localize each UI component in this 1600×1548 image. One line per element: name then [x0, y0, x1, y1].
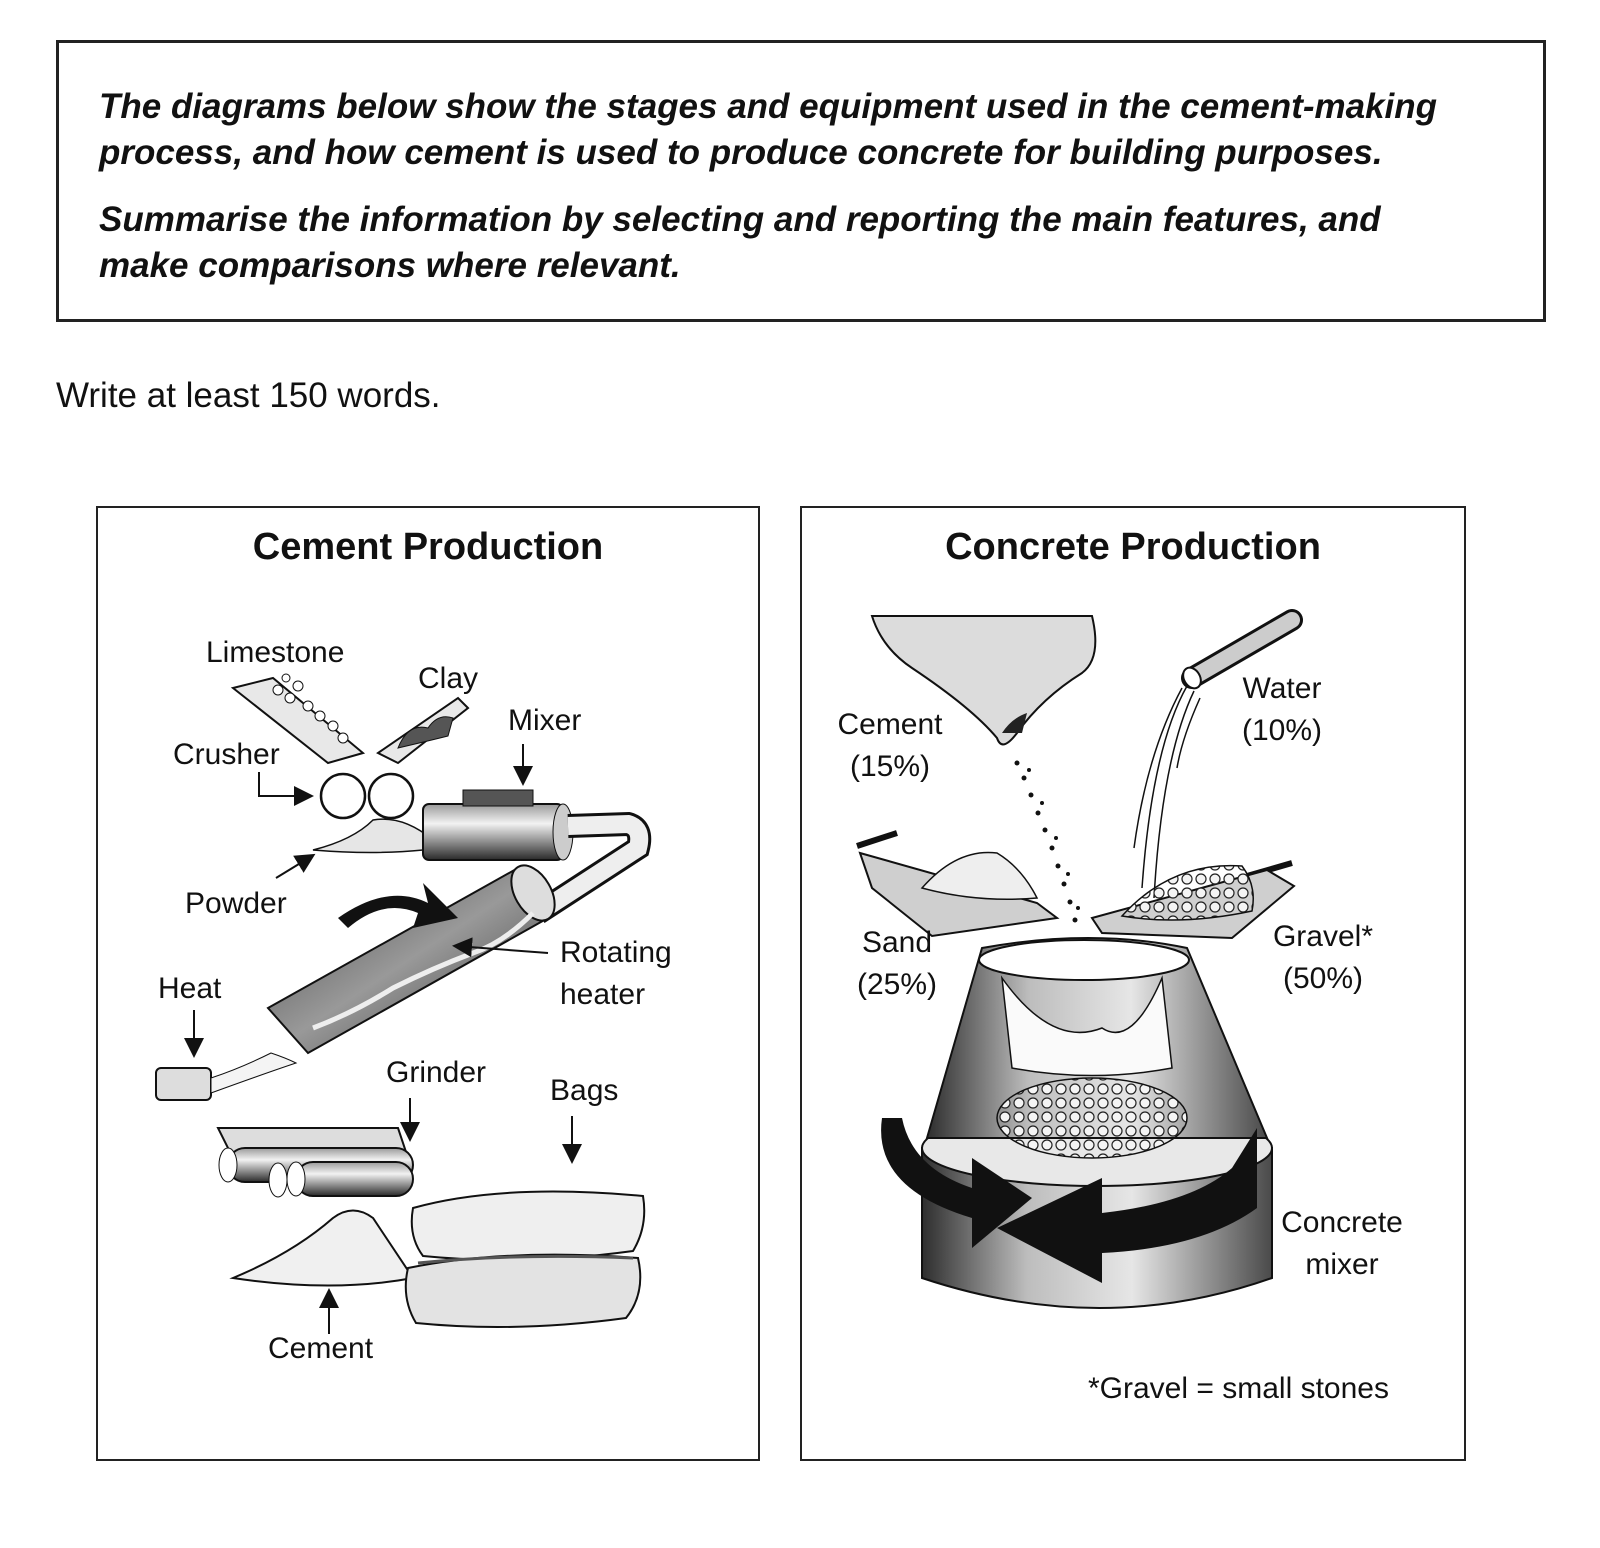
crusher-rollers — [319, 772, 415, 820]
gravel-footnote: *Gravel = small stones — [1088, 1372, 1389, 1405]
powder-label: Powder — [185, 887, 287, 920]
prompt-line-1: The diagrams below show the stages and e… — [99, 87, 1438, 126]
rotating-heater-label-1: Rotating — [560, 936, 672, 969]
cement-label: Cement — [268, 1332, 374, 1365]
crusher-label: Crusher — [173, 738, 280, 771]
rotating-heater — [266, 864, 556, 1055]
cement-production-panel: Cement Production Limestone Clay Mixer C… — [96, 506, 760, 1461]
crusher-arrow — [258, 772, 314, 806]
clay-chute — [376, 696, 470, 765]
word-count-instruction: Write at least 150 words. — [56, 376, 441, 415]
prompt-line-4: make comparisons where relevant. — [99, 246, 681, 285]
sand-percent-label: (25%) — [856, 968, 938, 1001]
gravel-percent-label: (50%) — [1282, 962, 1364, 995]
heat-burner — [155, 1052, 298, 1101]
concrete-production-title: Concrete Production — [945, 526, 1321, 568]
concrete-mixer-label-2: mixer — [1305, 1248, 1379, 1281]
rotating-heater-arrow — [452, 937, 549, 958]
concrete-mixer-label-1: Concrete — [1281, 1206, 1403, 1239]
heat-label: Heat — [158, 972, 222, 1005]
cement-bags — [404, 1190, 646, 1328]
grinder-label: Grinder — [386, 1056, 487, 1089]
water-name-label: Water — [1242, 672, 1322, 705]
prompt-line-3: Summarise the information by selecting a… — [99, 200, 1381, 239]
limestone-label: Limestone — [206, 636, 345, 669]
powder-arrow — [275, 853, 316, 879]
limestone-chute — [230, 673, 366, 765]
cement-percent-label: (15%) — [849, 750, 931, 783]
concrete-mixer — [881, 937, 1273, 1309]
sand-shovel — [856, 830, 1060, 938]
water-stream — [1133, 685, 1201, 899]
gravel-shovel — [1090, 860, 1296, 940]
grinder-rollers — [216, 1127, 414, 1198]
cement-bag — [870, 615, 1097, 746]
bags-label: Bags — [550, 1074, 619, 1107]
concrete-production-panel: Concrete Production Cement (15%) Water (… — [800, 506, 1466, 1461]
concrete-production-illustration — [856, 609, 1303, 1309]
sand-name-label: Sand — [861, 926, 933, 959]
gravel-name-label: Gravel* — [1272, 920, 1374, 953]
cement-production-title: Cement Production — [252, 526, 604, 568]
mixer-drum — [422, 789, 574, 861]
cement-particles — [1014, 760, 1080, 923]
cement-production-illustration — [155, 673, 652, 1334]
prompt-line-2: process, and how cement is used to produ… — [99, 133, 1383, 172]
water-pipe — [1181, 609, 1303, 690]
powder-pile — [312, 818, 435, 854]
water-percent-label: (10%) — [1241, 714, 1323, 747]
task-prompt-box: The diagrams below show the stages and e… — [56, 40, 1546, 322]
clay-label: Clay — [418, 662, 479, 695]
rotating-heater-label-2: heater — [560, 978, 646, 1011]
cement-pile — [229, 1209, 415, 1287]
mixer-label: Mixer — [508, 704, 582, 737]
cement-name-label: Cement — [837, 708, 943, 741]
